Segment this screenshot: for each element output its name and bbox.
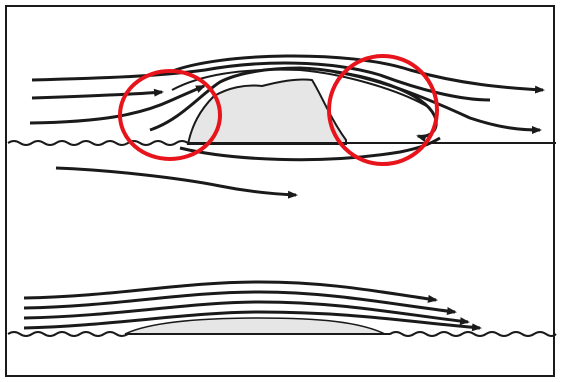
streamline-2: [32, 92, 162, 98]
highlight-circle-downstream: [329, 56, 437, 164]
streamline-3: [30, 86, 204, 123]
bottom-streamline-1: [24, 282, 436, 300]
low-obstacle: [125, 318, 385, 334]
recirculation-streamline: [335, 72, 436, 136]
top-panel: [8, 56, 556, 195]
bottom-panel: [8, 282, 556, 336]
streamline-lower: [56, 168, 296, 195]
